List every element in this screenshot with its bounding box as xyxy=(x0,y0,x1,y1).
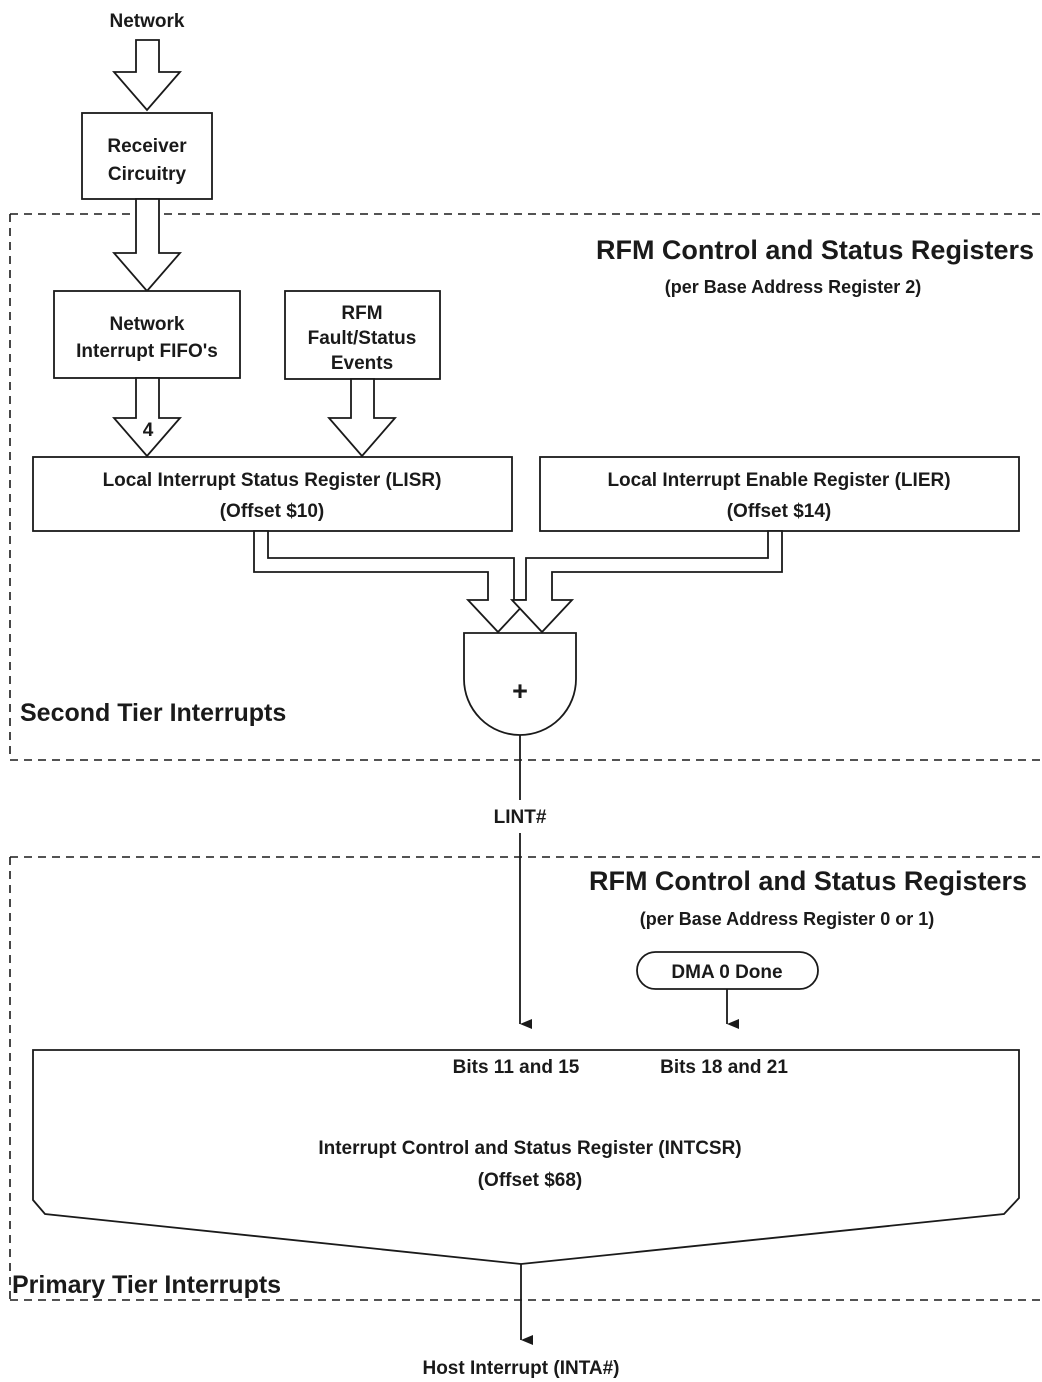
intcsr-box: Bits 11 and 15 Bits 18 and 21 Interrupt … xyxy=(32,1049,1020,1265)
second-tier-region xyxy=(9,213,1040,761)
fault-label-line3: Events xyxy=(331,353,393,374)
fifo-count-label: 4 xyxy=(143,420,154,441)
dma-done-pill: DMA 0 Done xyxy=(636,951,819,990)
lier-box: Local Interrupt Enable Register (LIER) (… xyxy=(539,456,1020,532)
host-interrupt-label: Host Interrupt (INTA#) xyxy=(422,1358,619,1379)
fifo-to-lisr-arrow xyxy=(112,377,182,458)
primary-tier-region xyxy=(9,856,1040,1301)
receiver-label-line2: Circuitry xyxy=(108,164,187,185)
lier-to-gate-arrow xyxy=(509,530,783,634)
lisr-label-line2: (Offset $10) xyxy=(220,501,325,522)
fault-to-lisr-arrow xyxy=(327,378,397,458)
gate-plus-symbol: + xyxy=(512,676,528,706)
or-gate: + xyxy=(463,632,577,736)
fifo-label-line2: Interrupt FIFO's xyxy=(76,341,218,362)
primary-tier-label: Primary Tier Interrupts xyxy=(12,1271,281,1299)
dma-done-label: DMA 0 Done xyxy=(671,962,782,983)
bits-11-15-label: Bits 11 and 15 xyxy=(453,1057,580,1078)
lier-label-line2: (Offset $14) xyxy=(727,501,832,522)
receiver-circuitry-box: Receiver Circuitry xyxy=(81,112,213,200)
fifo-label-line1: Network xyxy=(110,314,185,335)
receiver-to-fifo-arrow xyxy=(112,198,182,293)
receiver-label-line1: Receiver xyxy=(107,136,187,157)
bits-18-21-label: Bits 18 and 21 xyxy=(660,1057,788,1078)
section1-title: RFM Control and Status Registers xyxy=(596,235,1034,265)
section2-title: RFM Control and Status Registers xyxy=(589,866,1027,896)
fault-label-line1: RFM xyxy=(341,303,382,324)
network-label: Network xyxy=(110,11,185,32)
rfm-fault-status-box: RFM Fault/Status Events xyxy=(284,290,441,380)
lisr-box: Local Interrupt Status Register (LISR) (… xyxy=(32,456,513,532)
intcsr-label-line2: (Offset $68) xyxy=(478,1170,583,1191)
section1-subtitle: (per Base Address Register 2) xyxy=(665,277,921,297)
network-to-receiver-arrow xyxy=(112,39,182,112)
intcsr-label-line1: Interrupt Control and Status Register (I… xyxy=(318,1138,741,1159)
second-tier-label: Second Tier Interrupts xyxy=(20,699,286,727)
lisr-label-line1: Local Interrupt Status Register (LISR) xyxy=(103,470,442,491)
lint-label: LINT# xyxy=(494,807,547,828)
section2-subtitle: (per Base Address Register 0 or 1) xyxy=(640,909,934,929)
network-interrupt-fifo-box: Network Interrupt FIFO's xyxy=(53,290,241,379)
lier-label-line1: Local Interrupt Enable Register (LIER) xyxy=(607,470,950,491)
fault-label-line2: Fault/Status xyxy=(308,328,417,349)
lisr-to-gate-arrow xyxy=(253,530,531,634)
